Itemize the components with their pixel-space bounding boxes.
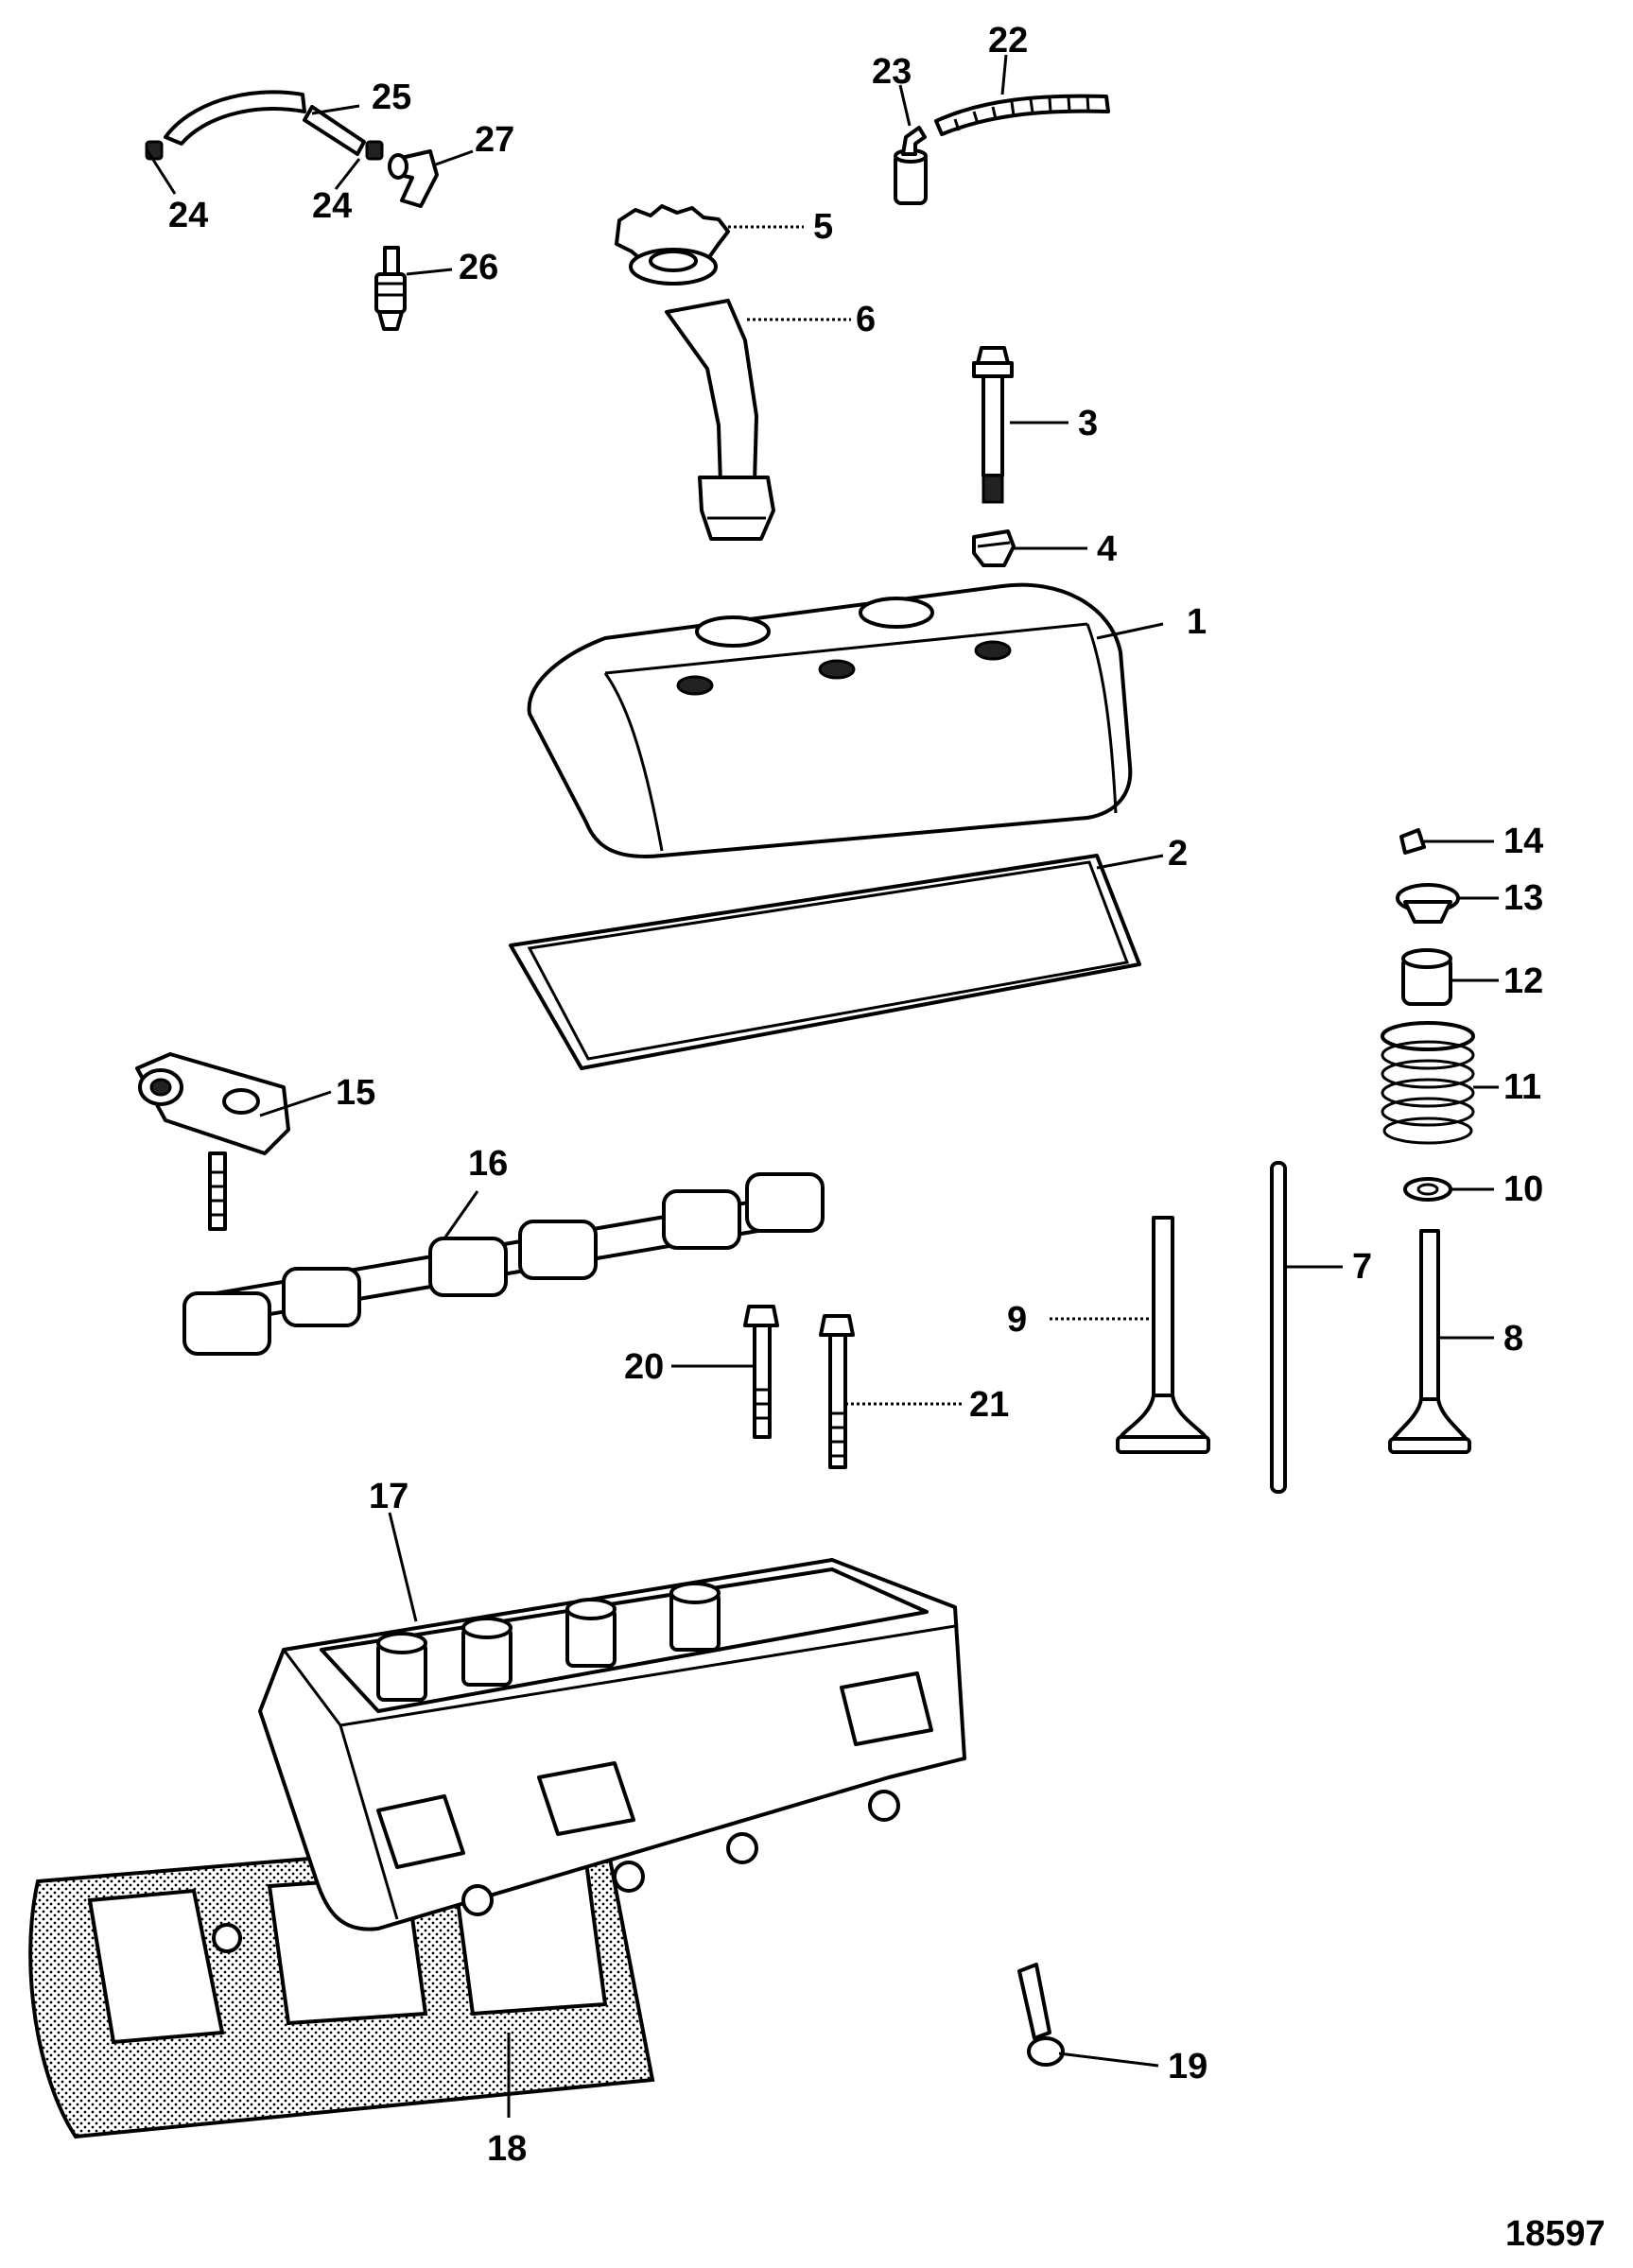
callout-7: 7 <box>1352 1247 1372 1287</box>
valve-keeper-part <box>1399 828 1426 855</box>
valve-seal-part <box>1401 948 1452 1006</box>
callout-labels: 1 2 3 4 5 6 7 8 9 10 11 12 13 14 15 16 1… <box>168 21 1543 2169</box>
callout-24-left: 24 <box>168 196 208 235</box>
cover-stud-part <box>972 346 1014 504</box>
valve-cover-part <box>527 582 1133 858</box>
breather-fitting-part <box>894 126 928 205</box>
callout-1: 1 <box>1187 602 1207 642</box>
valve-retainer-part <box>1396 883 1460 924</box>
callout-26: 26 <box>459 248 498 287</box>
cylinder-head-part <box>258 1558 966 1931</box>
head-valve-spring-2 <box>461 1617 512 1687</box>
rocker-arm-part <box>135 1052 290 1231</box>
callout-15: 15 <box>336 1073 375 1113</box>
callout-17: 17 <box>369 1477 408 1516</box>
callout-16: 16 <box>468 1144 508 1184</box>
callout-21: 21 <box>969 1385 1009 1425</box>
callout-2: 2 <box>1168 834 1188 874</box>
callout-13: 13 <box>1503 878 1543 918</box>
callout-27: 27 <box>475 120 514 160</box>
intake-valve-part <box>1116 1216 1210 1454</box>
head-gasket-part <box>28 1831 655 2139</box>
pcv-elbow-part <box>388 149 439 208</box>
figure-number: 18597 <box>1505 2214 1606 2254</box>
valve-cover-gasket-part <box>509 854 1141 1070</box>
head-bolt-part <box>1017 1963 1065 2067</box>
callout-8: 8 <box>1503 1319 1523 1359</box>
oil-filler-tube-part <box>665 299 775 541</box>
callout-25: 25 <box>372 78 411 117</box>
leader-lines <box>145 54 1499 2118</box>
push-rod-part <box>1270 1161 1287 1494</box>
callout-22: 22 <box>988 21 1028 61</box>
head-valve-spring-1 <box>376 1632 427 1702</box>
callout-19: 19 <box>1168 2047 1207 2086</box>
callout-4: 4 <box>1097 529 1117 569</box>
rocker-bolt-long-part <box>819 1314 855 1469</box>
callout-18: 18 <box>487 2129 527 2169</box>
callout-23: 23 <box>872 52 912 92</box>
callout-9: 9 <box>1007 1300 1027 1340</box>
callout-6: 6 <box>856 300 876 339</box>
head-valve-spring-4 <box>669 1582 721 1652</box>
exhaust-valve-part <box>1388 1229 1471 1454</box>
callout-10: 10 <box>1503 1169 1543 1209</box>
callout-5: 5 <box>813 207 833 247</box>
cover-grommet-part <box>972 529 1016 567</box>
callout-20: 20 <box>624 1347 664 1387</box>
callout-3: 3 <box>1078 404 1098 443</box>
valve-spring-part <box>1381 1021 1475 1145</box>
pcv-valve-part <box>374 246 407 331</box>
spring-shim-part <box>1403 1177 1452 1202</box>
rocker-bolt-short-part <box>743 1305 779 1439</box>
head-valve-spring-3 <box>565 1598 617 1668</box>
callout-24-right: 24 <box>312 186 352 226</box>
hose-clamp-right <box>365 140 384 161</box>
callout-14: 14 <box>1503 822 1543 861</box>
oil-filler-cap-part <box>615 204 730 286</box>
rocker-guide-part <box>182 1172 825 1356</box>
vent-hose-part <box>145 90 384 161</box>
callout-11: 11 <box>1503 1067 1541 1107</box>
breather-hose-part <box>934 94 1110 136</box>
callout-12: 12 <box>1503 961 1543 1001</box>
